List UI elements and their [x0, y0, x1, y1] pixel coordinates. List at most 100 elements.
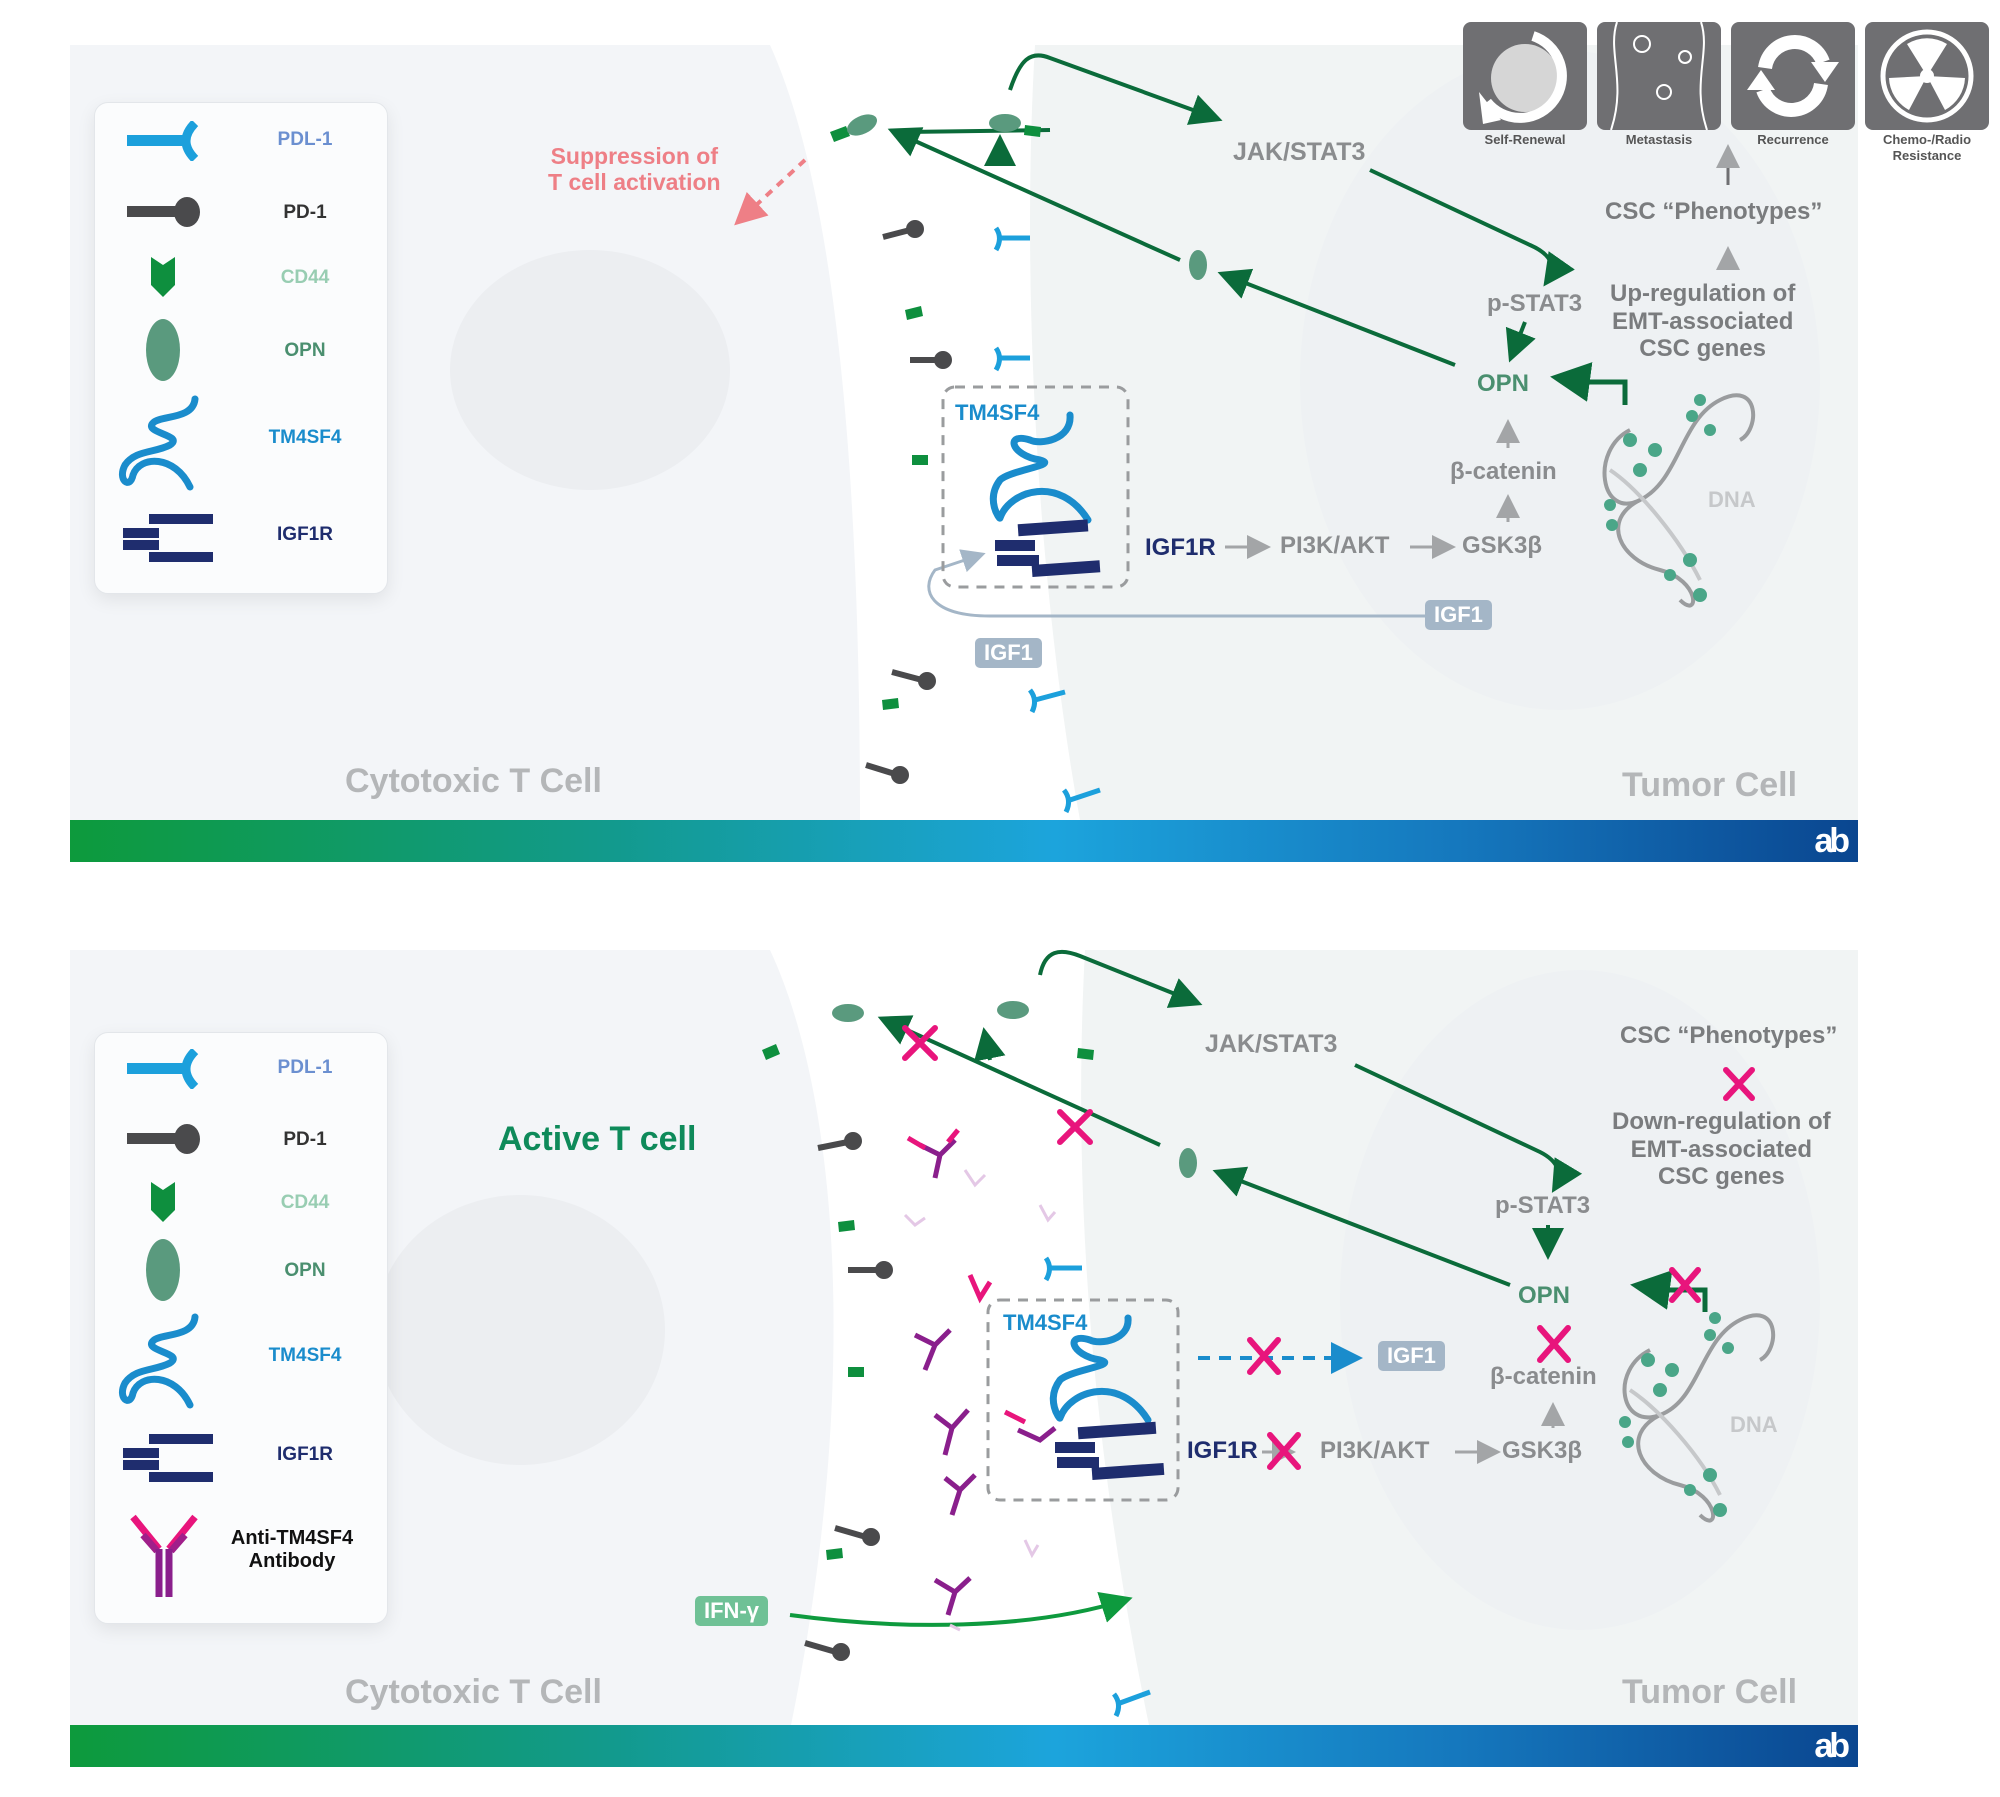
brand-logo: ab: [1814, 1727, 1850, 1765]
tm4sf4-complex-box: [986, 1298, 1180, 1502]
dna-label: DNA: [1730, 1412, 1778, 1437]
dna-label: DNA: [1708, 487, 1756, 512]
suppression-line-1: Suppression of: [550, 143, 718, 169]
arrow-jak-to-pstat3: [1369, 168, 1575, 287]
t-cell-nucleus: [375, 1195, 665, 1465]
legend-label: TM4SF4: [268, 1345, 342, 1366]
pi3k-akt-label: PI3K/AKT: [1320, 1437, 1430, 1464]
legend-item-igf1r: IGF1R: [95, 1428, 387, 1488]
legend-item-pdl1: PDL-1: [95, 115, 387, 165]
tm4sf4-label: TM4SF4: [955, 400, 1040, 425]
arrow-opn-to-tumor-surface: [1212, 1166, 1511, 1287]
legend-label: IGF1R: [277, 1444, 333, 1465]
pd1-icon: [127, 197, 200, 227]
tm4sf4-protein-icon: [1049, 1314, 1152, 1424]
tumor-cell-label: Tumor Cell: [1622, 766, 1798, 804]
igf1r-label: IGF1R: [1187, 1437, 1258, 1464]
legend-label: CD44: [280, 267, 330, 288]
tm4sf4-complex-box: [941, 385, 1130, 589]
active-t-cell-label: Active T cell: [498, 1120, 697, 1158]
top-diagram-canvas: [70, 45, 1858, 820]
upregulation-line-1: Up-regulation of: [1610, 280, 1796, 307]
legend-label: PDL-1: [277, 129, 333, 150]
arrow-igf1-autocrine: [927, 549, 1425, 618]
csc-phenotypes-label: CSC “Phenotypes”: [1605, 198, 1823, 225]
legend-top: PDL-1 PD-1 CD44 OPN TM4SF4 IGF1R: [94, 102, 388, 594]
tumor-cell-label: Tumor Cell: [1622, 1673, 1798, 1711]
pd1-molecules: [865, 220, 952, 784]
panel-antibody-treated: PDL-1 PD-1 CD44 OPN TM4SF4 IGF1R: [0, 930, 2000, 1797]
dna-helix-icon: [1622, 1313, 1775, 1523]
pdl1-icon: [127, 1049, 199, 1089]
legend-label: Anti-TM4SF4 Antibody: [230, 1527, 354, 1572]
legend-item-tm4sf4: TM4SF4: [95, 1313, 387, 1413]
legend-label: CD44: [280, 1192, 330, 1213]
pd1-molecules: [804, 1132, 893, 1661]
suppression-line-2: T cell activation: [548, 169, 721, 196]
brand-gradient-bar: ab: [70, 1725, 1858, 1767]
beta-catenin-label: β-catenin: [1450, 458, 1557, 485]
arrow-opn-to-jak: [1038, 949, 1203, 1008]
self-renewal-icon: [1463, 22, 1587, 130]
pdl1-molecules: [993, 226, 1101, 814]
tumor-nucleus: [1340, 970, 1820, 1630]
legend-label: PD-1: [283, 1129, 327, 1150]
opn-icon: [146, 1239, 180, 1301]
tm4sf4-label: TM4SF4: [1003, 1310, 1088, 1335]
opn-label: OPN: [1518, 1282, 1571, 1309]
metastasis-icon: [1597, 21, 1721, 131]
phenotype-metastasis-label: Metastasis: [1625, 132, 1693, 147]
legend-item-cd44: CD44: [95, 253, 387, 303]
arrow-opn-to-jak: [1008, 53, 1223, 125]
igf1-badge: IGF1: [1378, 1341, 1445, 1371]
downregulation-line-2: EMT-associated: [1630, 1135, 1813, 1163]
legend-item-opn: OPN: [95, 318, 387, 388]
downregulation-label: Down-regulation of EMT-associated CSC ge…: [1612, 1108, 1831, 1191]
legend-item-opn: OPN: [95, 1238, 387, 1308]
phenotype-chemo-radio-label: Chemo-/Radio Resistance: [1882, 132, 1972, 163]
antibody-molecules: [903, 1128, 1057, 1632]
jak-stat3-label: JAK/STAT3: [1205, 1030, 1338, 1058]
upregulation-line-3: CSC genes: [1639, 335, 1766, 363]
legend-item-pdl1: PDL-1: [95, 1043, 387, 1093]
legend-label: OPN: [284, 340, 326, 361]
pdl1-molecules: [1043, 1256, 1151, 1718]
p-stat3-label: p-STAT3: [1487, 290, 1583, 317]
igf1r-icon: [123, 514, 213, 562]
t-cell-nucleus: [450, 250, 730, 490]
inhibition-x-marks: [902, 1025, 1755, 1470]
legend-item-pd1: PD-1: [95, 188, 387, 238]
arrow-jak-to-pstat3: [1354, 1063, 1583, 1193]
igf1-badge-tumor: IGF1: [1425, 600, 1492, 630]
igf1r-label: IGF1R: [1145, 534, 1216, 561]
phenotype-recurrence-label: Recurrence: [1757, 132, 1829, 147]
pd1-icon: [127, 1124, 200, 1154]
brand-gradient-bar: ab: [70, 820, 1858, 862]
suppression-label: Suppression of T cell activation: [548, 143, 721, 196]
ifn-gamma-badge: IFN-γ: [695, 1596, 768, 1626]
jak-stat3-label: JAK/STAT3: [1233, 138, 1366, 166]
panel-untreated: PDL-1 PD-1 CD44 OPN TM4SF4 IGF1R Suppres…: [0, 0, 2000, 870]
opn-label: OPN: [1477, 370, 1530, 397]
upregulation-label: Up-regulation of EMT-associated CSC gene…: [1610, 280, 1795, 363]
opn-icon: [146, 319, 180, 381]
pdl1-icon: [127, 121, 199, 161]
downregulation-line-3: CSC genes: [1657, 1163, 1785, 1191]
tm4sf4-icon: [118, 395, 199, 491]
gsk3b-label: GSK3β: [1502, 1437, 1583, 1464]
cd44-icon: [151, 1182, 175, 1222]
beta-catenin-label: β-catenin: [1490, 1363, 1597, 1390]
cytotoxic-t-cell-label: Cytotoxic T Cell: [345, 762, 602, 800]
igf1r-icon: [123, 1434, 213, 1482]
upregulation-line-2: EMT-associated: [1611, 307, 1794, 335]
legend-label: PD-1: [283, 202, 327, 223]
downregulation-line-1: Down-regulation of: [1612, 1108, 1831, 1135]
legend-item-tm4sf4: TM4SF4: [95, 395, 387, 495]
legend-item-cd44: CD44: [95, 1178, 387, 1228]
opn-molecules: [832, 1001, 1197, 1178]
tm4sf4-icon: [118, 1313, 199, 1409]
legend-label: OPN: [284, 1260, 326, 1281]
dna-nucleotides: [1619, 1312, 1734, 1517]
cd44-icon: [151, 257, 175, 297]
legend-bottom: PDL-1 PD-1 CD44 OPN TM4SF4 IGF1R: [94, 1032, 388, 1624]
